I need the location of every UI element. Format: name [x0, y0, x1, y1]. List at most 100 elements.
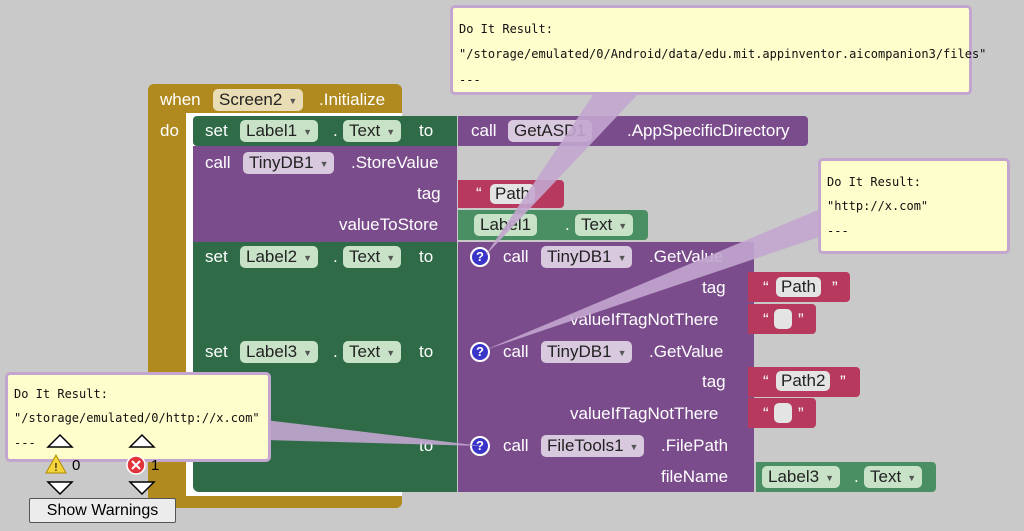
- do-it-result-tooltip-2[interactable]: Do It Result: "http://x.com" ---: [818, 158, 1010, 254]
- tooltip-value: "/storage/emulated/0/Android/data/edu.mi…: [459, 47, 987, 61]
- tooltip-title: Do It Result:: [14, 387, 108, 401]
- tinydb1-component-dropdown[interactable]: TinyDB1▼: [541, 246, 633, 268]
- dot-separator: .: [565, 215, 570, 234]
- help-icon[interactable]: ?: [470, 342, 490, 362]
- tooltip-1-pointer: [485, 92, 640, 256]
- property-name: Text: [581, 215, 613, 234]
- string-value-path2[interactable]: Path2: [776, 371, 831, 391]
- help-icon[interactable]: ?: [470, 436, 490, 456]
- to-keyword: to: [419, 342, 434, 361]
- tooltip-3-pointer: [265, 420, 482, 446]
- property-name: Text: [349, 121, 381, 140]
- string-value-path[interactable]: Path: [776, 277, 821, 297]
- valuetostore-socket-label: valueToStore: [339, 215, 439, 234]
- error-count: 1: [151, 457, 160, 474]
- open-quote: “: [763, 404, 769, 423]
- chevron-down-icon: ▼: [386, 347, 396, 358]
- text-property-dropdown[interactable]: Text▼: [343, 341, 402, 363]
- label3-getter-component-dropdown[interactable]: Label3 ▼: [762, 466, 840, 488]
- chevron-down-icon: ▼: [386, 126, 396, 137]
- method-name: .GetValue: [649, 342, 724, 361]
- close-quote: ”: [832, 278, 838, 297]
- chevron-down-icon: ▼: [303, 126, 312, 137]
- chevron-down-icon: ▼: [319, 158, 329, 169]
- to-keyword: to: [419, 121, 434, 140]
- text-property-dropdown[interactable]: Text ▼: [343, 120, 402, 142]
- screen-dropdown-label: Screen2: [219, 90, 283, 109]
- close-quote: ”: [798, 404, 804, 423]
- close-quote: ”: [798, 310, 804, 329]
- tooltip-separator: ---: [827, 224, 849, 238]
- screen-dropdown[interactable]: Screen2 ▼: [213, 89, 304, 111]
- error-next-arrow-icon: [128, 481, 156, 496]
- tinydb1-component-dropdown[interactable]: TinyDB1 ▼: [243, 152, 335, 174]
- do-it-result-tooltip-1[interactable]: Do It Result: "/storage/emulated/0/Andro…: [450, 5, 986, 95]
- tag-socket-label: tag: [417, 184, 441, 203]
- label3-name: Label3: [768, 467, 820, 486]
- error-prev-arrow-icon: [128, 433, 156, 448]
- chevron-down-icon: ▼: [288, 95, 298, 106]
- help-icon[interactable]: ?: [470, 247, 490, 267]
- text-property-dropdown[interactable]: Text▼: [575, 214, 634, 236]
- open-quote: “: [476, 184, 482, 203]
- set-keyword: set: [205, 247, 228, 266]
- do-keyword: do: [160, 121, 179, 140]
- dot-separator: .: [333, 342, 338, 361]
- tooltip-2-pointer: [485, 210, 840, 350]
- when-keyword: when: [160, 90, 201, 109]
- method-name: .StoreValue: [351, 153, 439, 172]
- tooltip-value: "/storage/emulated/0/http://x.com": [14, 411, 260, 425]
- filetools1-name: FileTools1: [547, 436, 624, 455]
- call-keyword: call: [471, 121, 497, 140]
- text-property-dropdown[interactable]: Text▼: [343, 246, 402, 268]
- open-quote: “: [763, 310, 769, 329]
- tooltip-separator: ---: [14, 436, 36, 450]
- label1-name: Label1: [246, 121, 298, 140]
- tooltip-title: Do It Result:: [459, 22, 553, 36]
- chevron-down-icon: ▼: [617, 347, 627, 358]
- text-property-dropdown[interactable]: Text ▼: [864, 466, 923, 488]
- tinydb1-name: TinyDB1: [547, 342, 612, 361]
- dot-separator: .: [854, 467, 859, 486]
- tinydb1-name: TinyDB1: [249, 153, 314, 172]
- warning-next-arrow-icon: [46, 481, 74, 496]
- tag-socket-label: tag: [702, 372, 726, 391]
- show-warnings-button[interactable]: Show Warnings: [29, 498, 176, 523]
- set-label1-text-block[interactable]: [193, 116, 457, 146]
- chevron-down-icon: ▼: [303, 252, 312, 263]
- label3-component-dropdown[interactable]: Label3 ▼: [240, 341, 318, 363]
- property-name: Text: [349, 247, 381, 266]
- set-label2-text-block[interactable]: [193, 242, 457, 336]
- filename-socket-label: fileName: [661, 467, 729, 486]
- open-quote: “: [763, 372, 769, 391]
- call-keyword: call: [503, 342, 529, 361]
- call-keyword: call: [503, 436, 529, 455]
- filetools1-component-dropdown[interactable]: FileTools1▼: [541, 435, 645, 457]
- valueiftagnotthere-socket-label: valueIfTagNotThere: [570, 404, 719, 423]
- call-keyword: call: [205, 153, 231, 172]
- string-value-empty[interactable]: [774, 309, 792, 329]
- warning-exclamation-glyph: !: [54, 461, 58, 474]
- tinydb1-component-dropdown[interactable]: TinyDB1 ▼: [541, 341, 633, 363]
- warning-count: 0: [72, 457, 81, 474]
- label3-name: Label3: [246, 342, 298, 361]
- string-value-empty[interactable]: [774, 403, 792, 423]
- property-name: Text: [870, 467, 902, 486]
- call-keyword: call: [503, 247, 529, 266]
- method-name: .FilePath: [661, 436, 729, 455]
- label1-component-dropdown[interactable]: Label1 ▼: [240, 120, 318, 142]
- chevron-down-icon: ▼: [825, 472, 834, 483]
- warning-prev-arrow-icon: [46, 433, 74, 448]
- dot-separator: .: [333, 121, 338, 140]
- chevron-down-icon: ▼: [907, 472, 917, 483]
- valueiftagnotthere-socket-label: valueIfTagNotThere: [570, 310, 719, 329]
- dot-separator: .: [333, 247, 338, 266]
- tooltip-separator: ---: [459, 73, 481, 87]
- label2-component-dropdown[interactable]: Label2▼: [240, 246, 318, 268]
- tooltip-value: "http://x.com": [827, 199, 929, 213]
- method-name: .AppSpecificDirectory: [627, 121, 790, 140]
- chevron-down-icon: ▼: [303, 347, 312, 358]
